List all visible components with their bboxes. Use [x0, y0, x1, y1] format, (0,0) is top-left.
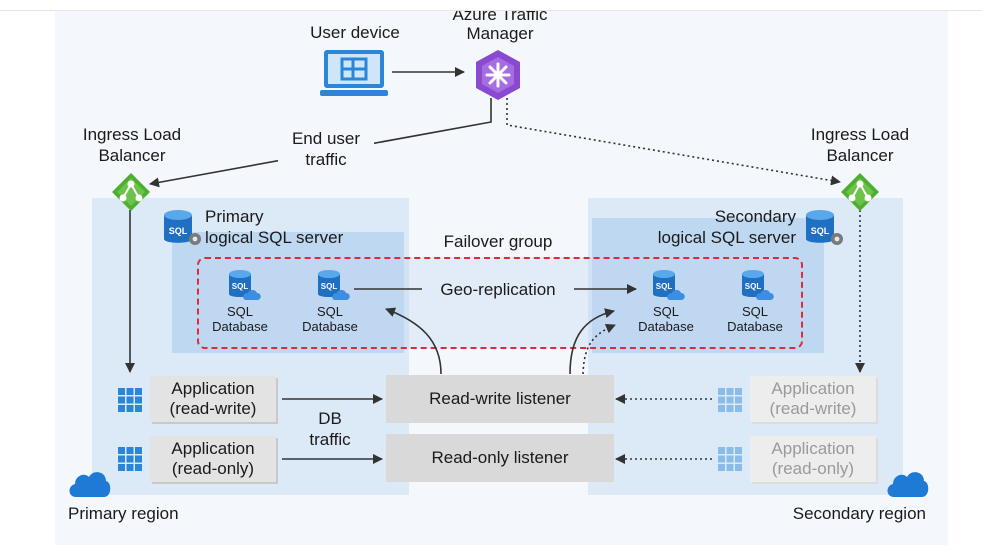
app-rw-label-line1: Application	[171, 379, 255, 398]
svg-text:SQL: SQL	[656, 282, 673, 291]
cloud-icon	[69, 472, 111, 497]
app-read-only-primary: Application (read-only)	[150, 436, 276, 482]
sql-server-icon: SQL	[164, 210, 201, 245]
ingress-right-label-line1: Ingress Load	[810, 125, 910, 144]
sql-db-3-label-line1: SQL	[652, 304, 679, 319]
db-traffic-label-line2: traffic	[309, 430, 351, 449]
svg-text:SQL: SQL	[321, 282, 338, 291]
secondary-server-label-line1: Secondary	[714, 207, 796, 226]
failover-group-label: Failover group	[443, 232, 553, 251]
manager-to-left-balancer-arrow	[149, 98, 492, 188]
load-balancer-icon	[112, 173, 150, 211]
svg-text:SQL: SQL	[232, 282, 249, 291]
rw-listener-to-secondary-db-dotted-arrow	[582, 323, 616, 375]
failover-group-box	[197, 257, 803, 349]
user-device-label: User device	[310, 23, 400, 42]
ingress-left-label-line1: Ingress Load	[82, 125, 182, 144]
app-grid-icon	[118, 388, 142, 412]
secondary-app-ro-label-line2: (read-only)	[771, 459, 855, 478]
rw-listener-to-secondary-db-arrow	[569, 308, 615, 375]
secondary-app-ro-label-line1: Application	[771, 439, 855, 458]
traffic-manager-label-line1: Azure Traffic	[452, 5, 548, 24]
db-traffic-label-line1: DB	[318, 409, 342, 428]
top-divider	[0, 10, 982, 11]
app-grid-icon	[718, 447, 742, 471]
traffic-manager-icon	[476, 50, 520, 100]
load-balancer-icon	[841, 173, 879, 211]
ingress-left-label-line2: Balancer	[98, 146, 166, 165]
sql-database-icon: SQL	[742, 270, 774, 300]
cloud-icon	[887, 472, 929, 497]
monitor-icon	[320, 50, 388, 96]
read-write-listener-label: Read-write listener	[429, 389, 571, 408]
sql-database-icon: SQL	[653, 270, 685, 300]
read-only-listener: Read-only listener	[386, 434, 614, 482]
sql-db-3-label-line2: Database	[638, 319, 694, 334]
svg-text:SQL: SQL	[811, 226, 830, 236]
ingress-right-label-line2: Balancer	[826, 146, 894, 165]
end-user-traffic-label-line2: traffic	[278, 149, 374, 170]
app-read-write-secondary: Application (read-write)	[750, 376, 876, 422]
secondary-server-label-line2: logical SQL server	[657, 228, 796, 247]
sql-server-icon: SQL	[806, 210, 843, 245]
traffic-manager-label-line2: Manager	[466, 24, 534, 43]
sql-database-icon: SQL	[318, 270, 350, 300]
secondary-region-label: Secondary region	[792, 504, 926, 523]
secondary-app-rw-label-line2: (read-write)	[769, 399, 857, 418]
sql-db-1-label-line2: Database	[212, 319, 268, 334]
app-ro-label-line2: (read-only)	[171, 459, 255, 478]
svg-text:SQL: SQL	[745, 282, 762, 291]
read-write-listener: Read-write listener	[386, 375, 614, 423]
app-grid-icon	[118, 447, 142, 471]
geo-replication-label: Geo-replication	[440, 280, 556, 299]
sql-database-icon: SQL	[229, 270, 261, 300]
sql-db-1-label-line1: SQL	[226, 304, 253, 319]
svg-text:SQL: SQL	[169, 226, 188, 236]
primary-server-label-line1: Primary	[205, 207, 264, 226]
primary-region-label: Primary region	[68, 504, 179, 523]
app-grid-icon	[718, 388, 742, 412]
end-user-traffic-label-line1: End user	[278, 128, 374, 149]
primary-server-box	[172, 232, 404, 353]
primary-server-label-line2: logical SQL server	[205, 228, 344, 247]
rw-listener-to-primary-db-arrow	[385, 307, 442, 375]
manager-to-right-balancer-arrow	[506, 98, 841, 186]
sql-db-2-label-line2: Database	[302, 319, 358, 334]
app-read-write-primary: Application (read-write)	[150, 376, 276, 422]
app-read-only-secondary: Application (read-only)	[750, 436, 876, 482]
app-rw-label-line2: (read-write)	[169, 399, 257, 418]
read-only-listener-label: Read-only listener	[431, 448, 569, 467]
sql-db-2-label-line1: SQL	[316, 304, 343, 319]
secondary-app-rw-label-line1: Application	[771, 379, 855, 398]
sql-db-4-label-line2: Database	[727, 319, 783, 334]
app-ro-label-line1: Application	[171, 439, 255, 458]
sql-db-4-label-line1: SQL	[741, 304, 768, 319]
